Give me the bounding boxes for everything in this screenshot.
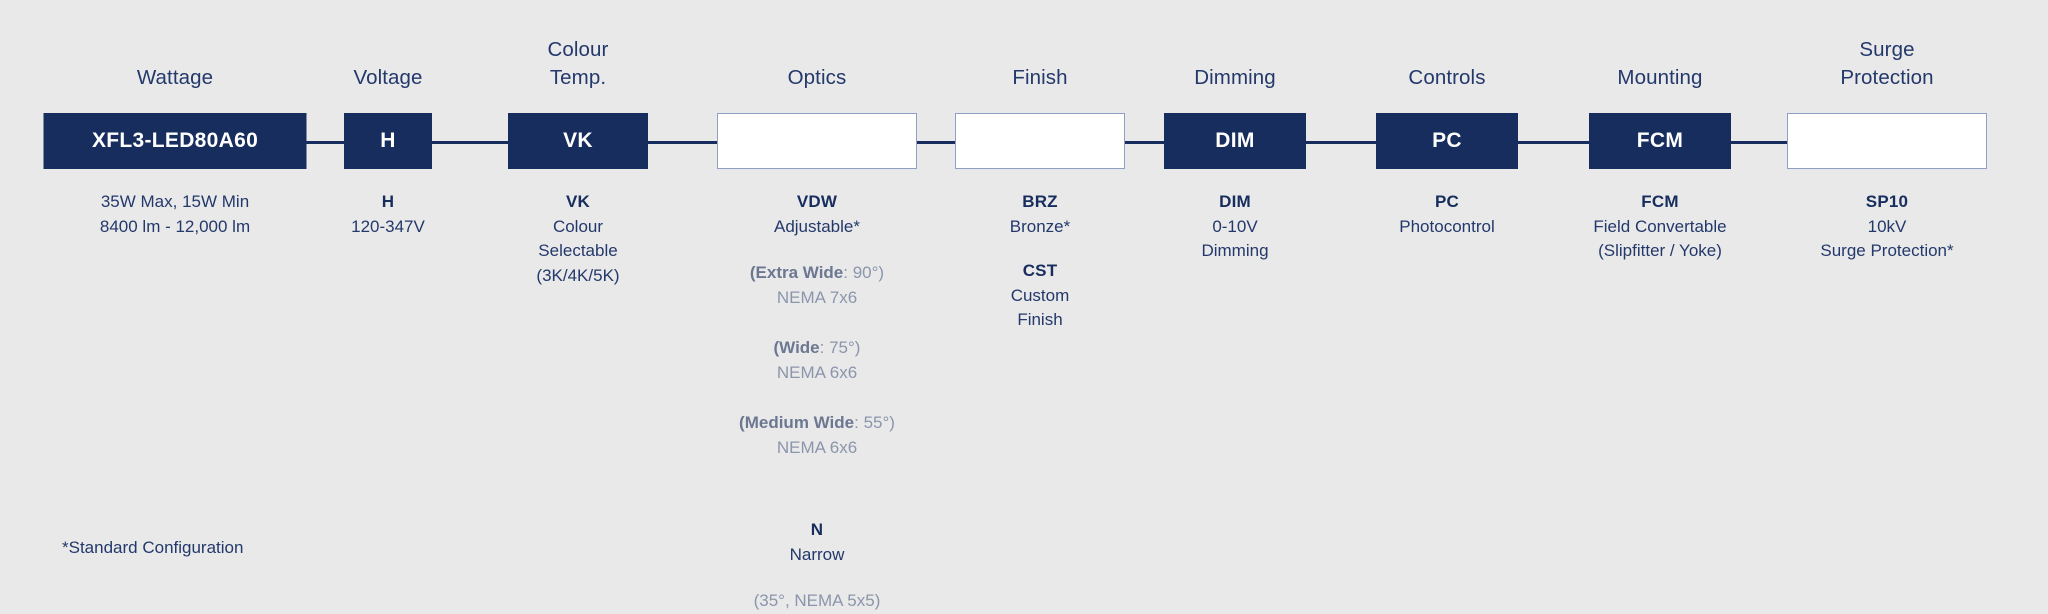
option-block: FCM Field Convertable (Slipfitter / Yoke) xyxy=(1490,190,1830,264)
option-code: CST xyxy=(1022,261,1058,280)
column-title-optics: Optics xyxy=(787,66,847,89)
description-surge-protection: SP10 10kV Surge Protection* xyxy=(1717,190,2048,264)
option-code: SP10 xyxy=(1865,192,1909,211)
option-code: PC xyxy=(1434,192,1460,211)
option-code: VDW xyxy=(796,192,838,211)
option-code: N xyxy=(810,520,824,539)
column-title-dimming: Dimming xyxy=(1194,66,1276,89)
option-text: Colour xyxy=(552,216,604,236)
code-box-optics[interactable] xyxy=(717,113,917,169)
option-block: PC Photocontrol xyxy=(1277,190,1617,239)
option-sub-line: (Medium Wide: 55°) xyxy=(739,413,895,432)
column-title-mounting: Mounting xyxy=(1617,66,1703,89)
description-dimming: DIM 0-10V Dimming xyxy=(1065,190,1405,264)
option-sub-line: NEMA 6x6 xyxy=(776,437,858,457)
description-mounting: FCM Field Convertable (Slipfitter / Yoke) xyxy=(1490,190,1830,264)
option-text: (Slipfitter / Yoke) xyxy=(1598,241,1722,260)
option-text: Bronze* xyxy=(1009,216,1071,236)
option-code: FCM xyxy=(1641,192,1679,211)
code-box-wattage[interactable]: XFL3-LED80A60 xyxy=(43,113,307,169)
code-box-surge-protection[interactable] xyxy=(1787,113,1987,169)
option-code: DIM xyxy=(1219,192,1251,211)
description-wattage: 35W Max, 15W Min 8400 lm - 12,000 lm xyxy=(5,190,345,239)
option-sub-line: (Wide: 75°) xyxy=(773,338,861,357)
column-title-wrap-mounting: Mounting xyxy=(1490,20,1830,94)
option-text: Adjustable* xyxy=(773,216,860,236)
option-text: 10kV xyxy=(1867,216,1907,236)
column-title-voltage: Voltage xyxy=(353,66,423,89)
option-text: Finish xyxy=(1017,310,1063,329)
column-title-wrap-finish: Finish xyxy=(870,20,1210,94)
column-title-controls: Controls xyxy=(1408,66,1486,89)
option-text: 8400 lm - 12,000 lm xyxy=(99,216,251,236)
option-sub-line: NEMA 6x6 xyxy=(776,362,858,382)
option-text: Surge Protection* xyxy=(1820,241,1954,260)
code-box-voltage[interactable]: H xyxy=(344,113,432,169)
code-box-controls[interactable]: PC xyxy=(1376,113,1518,169)
option-sub-line: NEMA 7x6 xyxy=(776,287,858,307)
option-text: Selectable xyxy=(538,241,618,260)
option-sub-line: (Extra Wide: 90°) xyxy=(749,263,885,282)
option-sub-list: (35°, NEMA 5x5) xyxy=(647,589,987,614)
code-box-dimming[interactable]: DIM xyxy=(1164,113,1306,169)
option-block: N Narrow (35°, NEMA 5x5) xyxy=(647,518,987,614)
option-text: 35W Max, 15W Min xyxy=(100,192,250,211)
option-sub-line: (35°, NEMA 5x5) xyxy=(753,591,881,610)
option-block: 35W Max, 15W Min 8400 lm - 12,000 lm xyxy=(5,190,345,239)
column-title-wrap-voltage: Voltage xyxy=(218,20,558,94)
code-box-finish[interactable] xyxy=(955,113,1125,169)
option-block: SP10 10kV Surge Protection* xyxy=(1717,190,2048,264)
option-sub-list: (Extra Wide: 90°) NEMA 7x6 (Wide: 75°) NEMA… xyxy=(647,261,987,460)
option-block: H 120-347V xyxy=(218,190,558,239)
column-title-wrap-controls: Controls xyxy=(1277,20,1617,94)
option-text: Custom xyxy=(1010,285,1070,305)
description-controls: PC Photocontrol xyxy=(1277,190,1617,239)
option-text: Narrow xyxy=(789,544,845,564)
code-box-mounting[interactable]: FCM xyxy=(1589,113,1731,169)
option-block: BRZ Bronze* xyxy=(870,190,1210,239)
option-text: Field Convertable xyxy=(1593,216,1727,236)
option-block: DIM 0-10V Dimming xyxy=(1065,190,1405,264)
option-text: 120-347V xyxy=(351,216,425,236)
footnote-standard-configuration: *Standard Configuration xyxy=(62,538,244,557)
option-text: (3K/4K/5K) xyxy=(536,265,620,285)
option-text: 0-10V xyxy=(1212,216,1258,236)
column-title-wrap-dimming: Dimming xyxy=(1065,20,1405,94)
option-code: H xyxy=(381,192,395,211)
option-code: BRZ xyxy=(1022,192,1058,211)
column-title-wrap-optics: Optics xyxy=(647,20,987,94)
code-box-colour-temp[interactable]: VK xyxy=(508,113,648,169)
spacer xyxy=(647,385,987,411)
column-title-wrap-wattage: Wattage xyxy=(5,20,345,94)
option-code: VK xyxy=(565,192,591,211)
description-voltage: H 120-347V xyxy=(218,190,558,239)
column-title-wattage: Wattage xyxy=(136,66,214,89)
option-text: Photocontrol xyxy=(1399,216,1495,236)
column-title-finish: Finish xyxy=(1012,66,1068,89)
option-text: Dimming xyxy=(1201,241,1269,260)
